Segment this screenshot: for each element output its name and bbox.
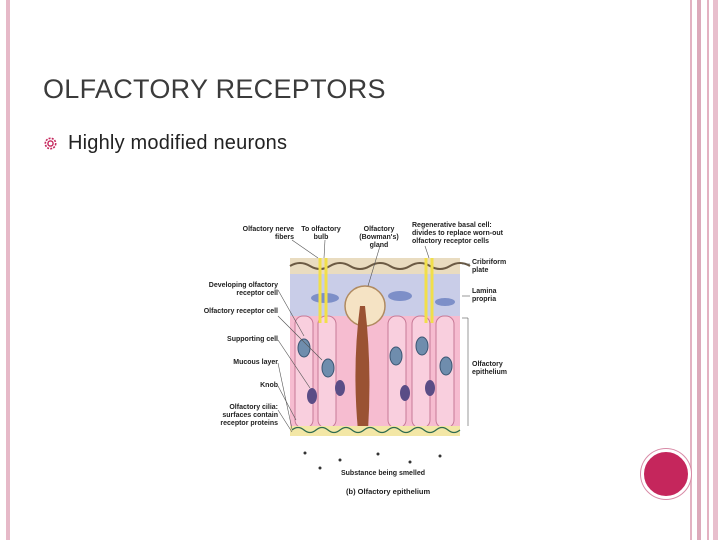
slide-title: OLFACTORY RECEPTORS (43, 74, 386, 104)
olfactory-epithelium-illustration (277, 239, 471, 470)
olfactory-epithelium-figure: Olfactory nerve fibers To olfactory bulb… (200, 218, 520, 503)
label-developing-olfactory-receptor-cell: Developing olfactory receptor cell (208, 282, 278, 297)
label-supporting-cell: Supporting cell (227, 336, 278, 343)
right-frame-stripe (690, 0, 692, 540)
label-olfactory-gland: Olfactory (Bowman's) gland (359, 226, 399, 249)
label-olfactory-receptor-cell: Olfactory receptor cell (203, 308, 278, 315)
right-frame-stripe (707, 0, 709, 540)
bullet-text: Highly modified neurons (68, 132, 288, 154)
right-frame-stripe (713, 0, 718, 540)
gear-bullet-icon (44, 137, 57, 150)
right-frame-stripe (697, 0, 701, 540)
label-olfactory-cilia: Olfactory cilia: surfaces contain recept… (220, 404, 278, 427)
label-mucous-layer: Mucous layer (233, 359, 278, 366)
label-olfactory-nerve-fibers: Olfactory nerve fibers (242, 226, 294, 241)
decorative-circle (641, 449, 691, 499)
label-olfactory-epithelium: Olfactory epithelium (472, 361, 508, 376)
label-regenerative-basal-cell: Regenerative basal cell: divides to repl… (412, 222, 504, 245)
label-substance-being-smelled: Substance being smelled (340, 470, 426, 477)
bullet-item: Highly modified neurons (44, 132, 287, 155)
left-frame-border (6, 0, 10, 540)
label-knob: Knob (260, 382, 278, 389)
figure-caption: (b) Olfactory epithelium (346, 487, 431, 496)
label-to-olfactory-bulb: To olfactory bulb (301, 226, 341, 241)
label-lamina-propria: Lamina propria (472, 288, 497, 303)
label-cribriform-plate: Cribriform plate (472, 259, 507, 274)
